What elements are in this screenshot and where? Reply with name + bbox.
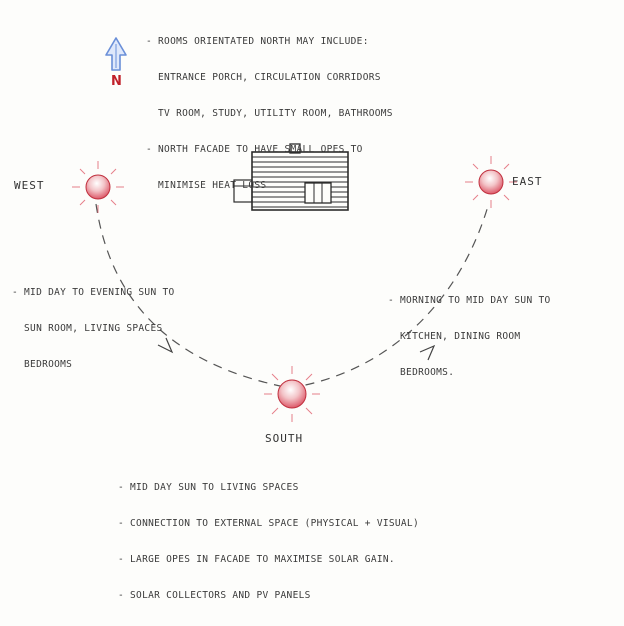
sketch-canvas [72, 37, 517, 422]
west-sun-icon [72, 161, 124, 213]
west-note-line: BEDROOMS [12, 359, 73, 370]
north-note-line: - ROOMS ORIENTATED NORTH MAY INCLUDE: [146, 36, 369, 47]
north-note-line: TV ROOM, STUDY, UTILITY ROOM, BATHROOMS [146, 108, 393, 119]
west-note-line: SUN ROOM, LIVING SPACES [12, 323, 163, 334]
east-notes: - MORNING TO MID DAY SUN TO KITCHEN, DIN… [388, 271, 551, 403]
south-label: SOUTH [265, 432, 304, 445]
east-sun-icon [465, 156, 517, 208]
east-note-line: BEDROOMS. [388, 367, 455, 378]
south-note-line: - LARGE OPES IN FACADE TO MAXIMISE SOLAR… [118, 554, 395, 565]
west-label: WEST [14, 179, 45, 192]
south-note-line: - MID DAY SUN TO LIVING SPACES [118, 482, 299, 493]
north-note-line: - NORTH FACADE TO HAVE SMALL OPES TO [146, 144, 363, 155]
sun-path-diagram: N - ROOMS ORIENTATED NORTH MAY INCLUDE: … [12, 12, 551, 601]
south-note-line: - SOLAR COLLECTORS AND PV PANELS [118, 590, 311, 601]
north-note-line: MINIMISE HEAT LOSS [146, 180, 267, 191]
north-notes: - ROOMS ORIENTATED NORTH MAY INCLUDE: EN… [146, 12, 393, 216]
north-note-line: ENTRANCE PORCH, CIRCULATION CORRIDORS [146, 72, 381, 83]
west-note-line: - MID DAY TO EVENING SUN TO [12, 287, 175, 298]
north-arrow-icon [105, 37, 127, 71]
house-icon [233, 143, 349, 211]
south-sun-icon [264, 366, 320, 422]
south-note-line: - CONNECTION TO EXTERNAL SPACE (PHYSICAL… [118, 518, 419, 529]
east-note-line: KITCHEN, DINING ROOM [388, 331, 521, 342]
east-label: EAST [512, 175, 543, 188]
south-notes: - MID DAY SUN TO LIVING SPACES - CONNECT… [118, 458, 419, 626]
north-letter: N [111, 74, 122, 89]
east-note-line: - MORNING TO MID DAY SUN TO [388, 295, 551, 306]
west-notes: - MID DAY TO EVENING SUN TO SUN ROOM, LI… [12, 263, 175, 395]
